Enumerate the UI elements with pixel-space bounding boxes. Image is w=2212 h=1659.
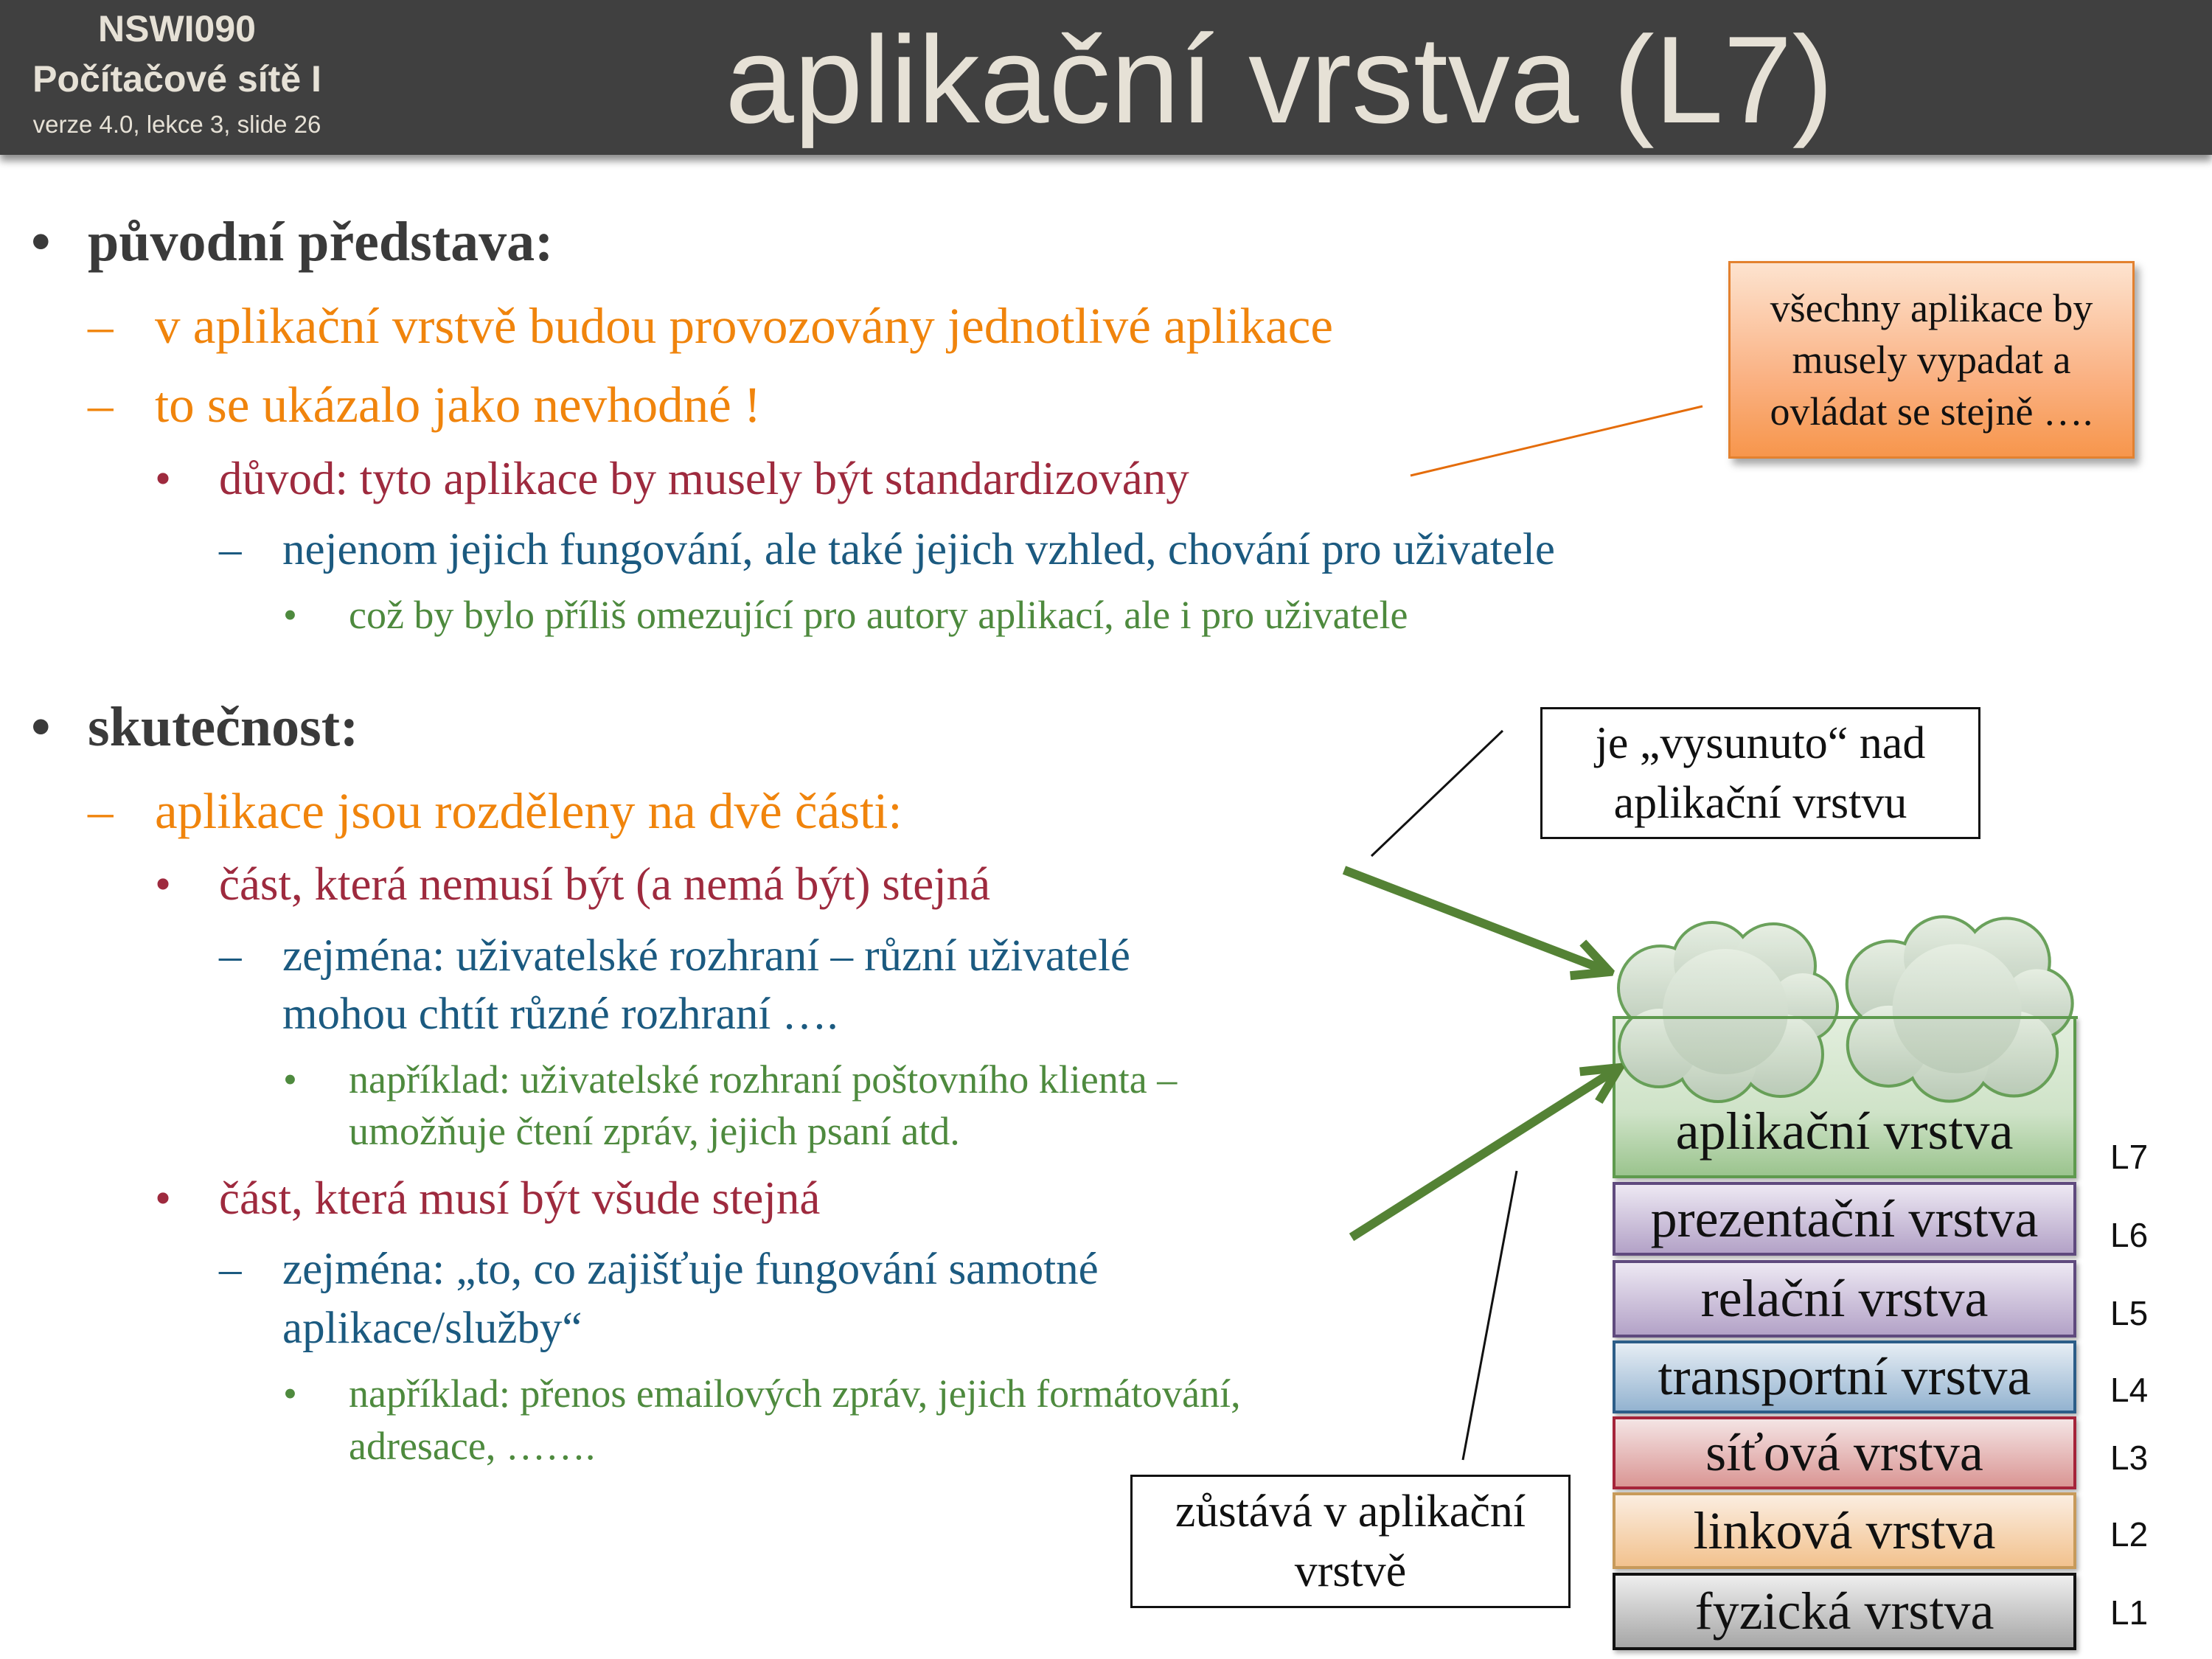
layer-name: prezentační vrstva bbox=[1650, 1189, 2039, 1248]
dash-icon: – bbox=[219, 931, 242, 981]
note-line: aplikační vrstvu bbox=[1613, 777, 1907, 828]
bullet-icon: • bbox=[155, 453, 172, 504]
bullet-icon: • bbox=[283, 593, 297, 637]
item-text: adresace, ……. bbox=[349, 1424, 596, 1468]
bullet-icon: • bbox=[155, 858, 172, 910]
note-moved-up: je „vysunuto“ nad aplikační vrstvu bbox=[1540, 707, 1980, 839]
layer-label: L6 bbox=[2110, 1216, 2149, 1254]
item-text: v aplikační vrstvě budou provozovány jed… bbox=[155, 298, 1334, 354]
layer-l4: transportní vrstva bbox=[1613, 1340, 2076, 1413]
arrow-to-application-layer bbox=[1349, 1068, 1619, 1242]
item-text: to se ukázalo jako nevhodné ! bbox=[155, 377, 761, 433]
note-line: zůstává v aplikační bbox=[1175, 1486, 1526, 1537]
slide-header: NSWI090 Počítačové sítě I verze 4.0, lek… bbox=[0, 0, 2212, 155]
item-text: mohou chtít různé rozhraní …. bbox=[282, 990, 838, 1039]
bullet-icon: • bbox=[31, 696, 51, 758]
item-text: důvod: tyto aplikace by musely být stand… bbox=[219, 453, 1189, 504]
layer-l6: prezentační vrstva bbox=[1613, 1182, 2076, 1256]
heading-text: původní představa: bbox=[88, 211, 554, 273]
callout-standardization: všechny aplikace by musely vypadat a ovl… bbox=[1728, 261, 2135, 459]
slide-title: aplikační vrstva (L7) bbox=[725, 10, 1834, 149]
item-text: nejenom jejich fungování, ale také jejic… bbox=[282, 525, 1555, 574]
item-text: část, která musí být všude stejná bbox=[219, 1172, 821, 1224]
connector-line bbox=[1461, 1170, 1518, 1461]
note-line: je „vysunuto“ nad bbox=[1595, 717, 1926, 768]
bullet-icon: • bbox=[283, 1371, 297, 1416]
item-text: zejména: uživatelské rozhraní – různí už… bbox=[282, 931, 1130, 981]
item-text: aplikace/služby“ bbox=[282, 1304, 582, 1353]
item-text: zejména: „to, co zajišťuje fungování sam… bbox=[282, 1245, 1099, 1294]
note-stays: zůstává v aplikační vrstvě bbox=[1130, 1475, 1571, 1608]
layer-name: linková vrstva bbox=[1693, 1500, 1996, 1560]
dash-icon: – bbox=[88, 377, 114, 433]
layer-label: L3 bbox=[2110, 1439, 2149, 1477]
layer-l5: relační vrstva bbox=[1613, 1260, 2076, 1338]
callout-line: všechny aplikace by bbox=[1770, 285, 2093, 330]
cloud-icon bbox=[1845, 915, 2074, 1103]
course-code: NSWI090 bbox=[98, 8, 256, 49]
layer-label: L4 bbox=[2110, 1371, 2149, 1409]
item-text: například: uživatelské rozhraní poštovní… bbox=[349, 1057, 1178, 1102]
bullet-icon: • bbox=[31, 211, 51, 273]
layer-l3: síťová vrstva bbox=[1613, 1416, 2076, 1489]
bullet-icon: • bbox=[155, 1172, 172, 1224]
dash-icon: – bbox=[219, 1245, 242, 1294]
callout-line: ovládat se stejně …. bbox=[1770, 389, 2093, 434]
cloud-icon bbox=[1617, 921, 1839, 1103]
layer-label: L5 bbox=[2110, 1294, 2149, 1332]
heading-text: skutečnost: bbox=[88, 696, 359, 758]
item-text: aplikace jsou rozděleny na dvě části: bbox=[155, 783, 902, 839]
layer-label: L1 bbox=[2110, 1593, 2149, 1632]
bullet-icon: • bbox=[283, 1057, 297, 1102]
connector-line bbox=[1410, 405, 1703, 477]
item-text: část, která nemusí být (a nemá být) stej… bbox=[219, 858, 991, 910]
dash-icon: – bbox=[88, 783, 114, 839]
layer-name: síťová vrstva bbox=[1705, 1423, 1983, 1482]
arrow-to-clouds bbox=[1342, 866, 1610, 972]
dash-icon: – bbox=[88, 298, 114, 354]
course-name: Počítačové sítě I bbox=[32, 58, 321, 100]
version-info: verze 4.0, lekce 3, slide 26 bbox=[32, 111, 321, 138]
layer-label: L7 bbox=[2110, 1138, 2149, 1176]
callout-line: musely vypadat a bbox=[1792, 337, 2071, 382]
item-text: umožňuje čtení zpráv, jejich psaní atd. bbox=[349, 1109, 960, 1153]
item-text: což by bylo příliš omezující pro autory … bbox=[349, 593, 1408, 637]
layer-l1: fyzická vrstva bbox=[1613, 1573, 2076, 1650]
layer-l2: linková vrstva bbox=[1613, 1492, 2076, 1569]
layer-label: L2 bbox=[2110, 1515, 2149, 1554]
layer-name: aplikační vrstva bbox=[1675, 1102, 2014, 1161]
connector-line bbox=[1370, 729, 1504, 858]
layer-name: fyzická vrstva bbox=[1694, 1582, 1994, 1641]
item-text: například: přenos emailových zpráv, jeji… bbox=[349, 1371, 1241, 1416]
layer-name: transportní vrstva bbox=[1658, 1347, 2031, 1406]
dash-icon: – bbox=[219, 525, 242, 574]
note-line: vrstvě bbox=[1294, 1545, 1407, 1596]
layer-name: relační vrstva bbox=[1700, 1269, 1989, 1328]
